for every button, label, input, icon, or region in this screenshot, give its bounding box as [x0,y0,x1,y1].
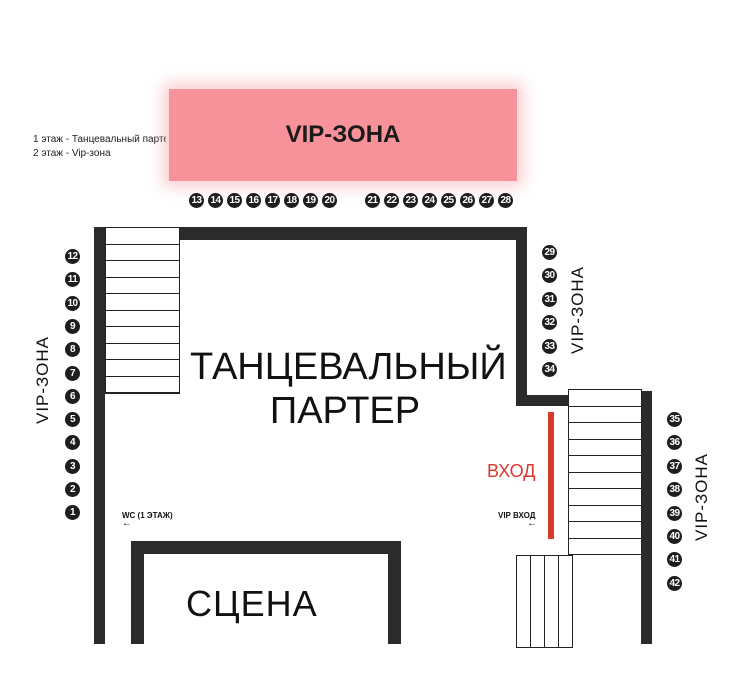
stair-step [106,377,179,393]
table-number-18[interactable]: 18 [284,193,299,208]
table-number-37[interactable]: 37 [667,458,682,474]
stair-step [569,539,641,555]
stair-step [569,456,641,473]
dance-floor-line2: ПАРТЕР [269,390,421,432]
table-number-40[interactable]: 40 [667,529,682,544]
table-number-7[interactable]: 7 [65,365,80,381]
table-number-41[interactable]: 41 [667,552,682,568]
vip-entrance-arrow: ← [527,518,537,529]
table-number-29[interactable]: 29 [542,245,557,260]
wall-right-lower [641,391,652,644]
table-number-33[interactable]: 33 [542,338,557,354]
table-number-13[interactable]: 13 [189,193,204,208]
vip-zone-top[interactable]: VIP-ЗОНА [169,89,517,181]
table-number-17[interactable]: 17 [265,193,280,208]
vip-zone-left-label: VIP-ЗОНА [33,336,52,424]
stair-step [106,261,179,278]
stair-step [569,407,641,423]
table-number-27[interactable]: 27 [479,193,494,208]
table-number-26[interactable]: 26 [460,193,475,208]
stage-label: СЦЕНА [186,583,318,624]
stair-step [106,311,179,327]
stage-wall-left [131,541,144,644]
legend-floor-1: 1 этаж - Танцевальный партер [33,134,166,145]
table-number-3[interactable]: 3 [65,458,80,474]
table-number-11[interactable]: 11 [65,272,80,288]
stage-wall-top [131,541,401,554]
wall-left [94,227,105,644]
table-number-20[interactable]: 20 [322,193,337,208]
vip-zone-right-lower-label: VIP-ЗОНА [692,453,711,541]
stairs-right [568,389,642,555]
table-number-9[interactable]: 9 [65,318,80,334]
stage-wall-right [388,541,401,644]
stair-step [569,522,641,539]
wall-top [179,227,527,240]
stairs-upper-left [105,227,180,394]
stair-step [106,228,179,245]
stair-step [569,440,641,456]
wall-right-step [516,395,571,406]
floor-legend: 1 этаж - Танцевальный партер 2 этаж - Vi… [33,133,166,161]
table-number-39[interactable]: 39 [667,505,682,521]
vip-entrance-label: VIP ВХОД [498,511,536,520]
table-number-23[interactable]: 23 [403,193,418,208]
table-number-24[interactable]: 24 [422,193,437,208]
table-number-30[interactable]: 30 [542,268,557,284]
table-number-10[interactable]: 10 [65,295,80,311]
entrance-marker[interactable] [548,412,554,539]
table-number-5[interactable]: 5 [65,412,80,428]
legend-floor-2: 2 этаж - Vip-зона [33,148,111,159]
table-number-28[interactable]: 28 [498,193,513,208]
wall-right-upper [516,227,527,405]
table-number-22[interactable]: 22 [384,193,399,208]
stairs-bottom [516,555,573,648]
stair-step [106,278,179,294]
table-number-6[interactable]: 6 [65,388,80,404]
wc-label: WC (1 ЭТАЖ) [122,511,173,520]
table-number-8[interactable]: 8 [65,342,80,358]
table-number-21[interactable]: 21 [365,193,380,208]
table-number-12[interactable]: 12 [65,249,80,264]
table-number-32[interactable]: 32 [542,315,557,331]
vip-zone-right-upper-label: VIP-ЗОНА [568,266,587,354]
table-number-35[interactable]: 35 [667,412,682,427]
table-number-1[interactable]: 1 [65,505,80,521]
stair-step [569,489,641,506]
dance-floor-line1: ТАНЦЕВАЛЬНЫЙ [190,346,507,388]
table-number-34[interactable]: 34 [542,362,557,377]
table-number-19[interactable]: 19 [303,193,318,208]
table-number-2[interactable]: 2 [65,482,80,497]
dance-floor-label: ТАНЦЕВАЛЬНЫЙ ПАРТЕР [190,345,507,433]
table-number-31[interactable]: 31 [542,291,557,307]
stair-step [569,423,641,440]
table-number-4[interactable]: 4 [65,435,80,451]
table-number-25[interactable]: 25 [441,193,456,208]
stair-step [106,344,179,360]
table-number-36[interactable]: 36 [667,435,682,451]
stair-step [106,360,179,377]
wc-arrow: ← [122,518,132,529]
stair-step [569,473,641,489]
stair-step [569,506,641,522]
stair-step [106,245,179,261]
table-number-38[interactable]: 38 [667,482,682,498]
table-number-15[interactable]: 15 [227,193,242,208]
stair-step [106,327,179,344]
table-number-42[interactable]: 42 [667,575,682,591]
stair-step [569,390,641,407]
stair-step [106,294,179,311]
table-number-16[interactable]: 16 [246,193,261,208]
table-number-14[interactable]: 14 [208,193,223,208]
vip-zone-top-label: VIP-ЗОНА [285,121,401,148]
entrance-label: ВХОД [487,461,536,481]
